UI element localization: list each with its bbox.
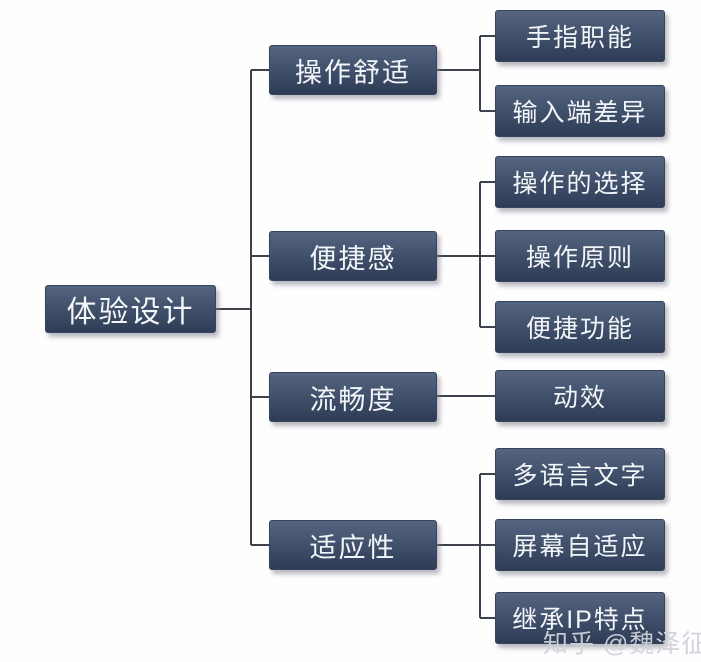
node-screen-adaptive: 屏幕自适应 — [495, 519, 665, 571]
node-experience-design: 体验设计 — [45, 285, 216, 333]
node-convenient-features: 便捷功能 — [495, 301, 665, 353]
node-operation-principles: 操作原则 — [495, 230, 665, 282]
node-operation-choices: 操作的选择 — [495, 156, 665, 208]
node-multilanguage-text: 多语言文字 — [495, 448, 665, 500]
node-inherit-ip-traits: 继承IP特点 — [495, 592, 665, 644]
node-input-end-differences: 输入端差异 — [495, 85, 665, 137]
node-adaptability: 适应性 — [269, 520, 437, 570]
node-finger-functions: 手指职能 — [495, 10, 665, 62]
node-operation-comfort: 操作舒适 — [269, 45, 437, 95]
node-convenience-feel: 便捷感 — [269, 231, 437, 281]
node-motion-effects: 动效 — [495, 370, 665, 422]
node-fluency: 流畅度 — [269, 372, 437, 422]
zhihu-watermark: 知乎 @魏泽征 — [543, 630, 701, 658]
